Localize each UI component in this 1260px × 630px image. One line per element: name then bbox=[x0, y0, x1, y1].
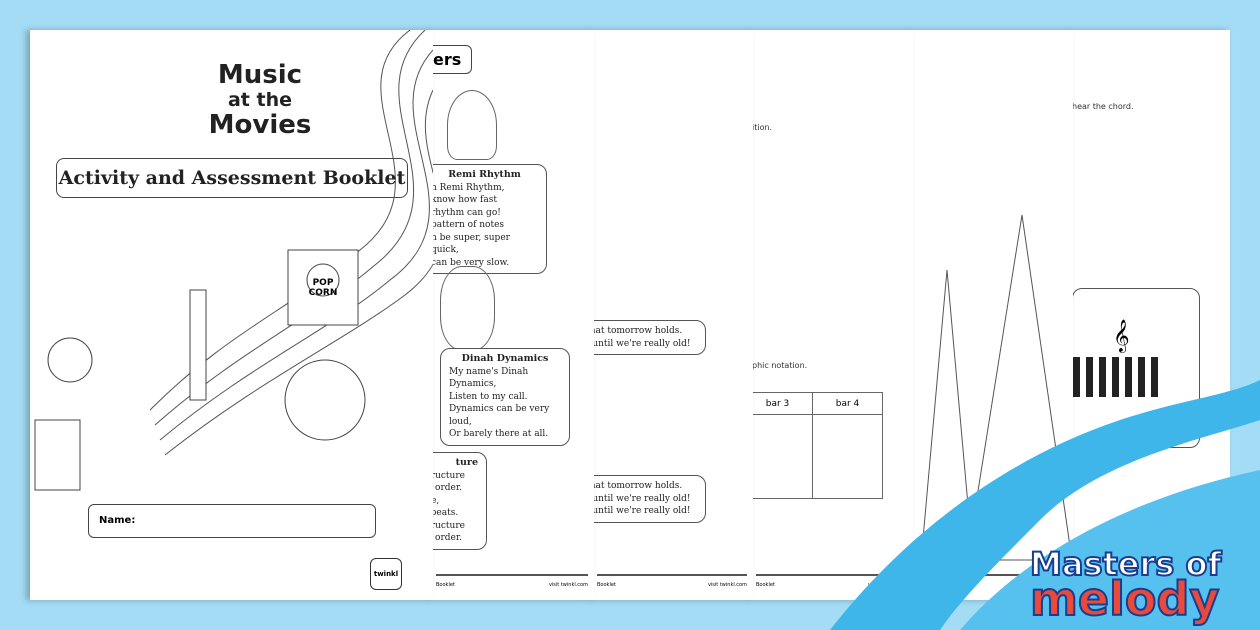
award-statue-icon bbox=[189, 289, 207, 401]
bar-cell[interactable] bbox=[752, 414, 813, 499]
popcorn-label: POP CORN bbox=[308, 278, 338, 298]
booklet-subtitle: Activity and Assessment Booklet bbox=[56, 158, 408, 198]
song-page: what tomorrow holds.s, until we're reall… bbox=[593, 30, 753, 600]
character-bubble: ture Structurean order.ure,repeats.Struc… bbox=[432, 452, 487, 550]
name-field[interactable]: Name: bbox=[88, 504, 376, 538]
forest-page: Booklet bbox=[912, 30, 1073, 600]
chord-page: hear the chord. 𝄞 bbox=[1072, 30, 1230, 600]
lyrics-box: what tomorrow holds.s, until we're reall… bbox=[593, 475, 706, 523]
piano-keys bbox=[1073, 357, 1163, 397]
name-label: Name: bbox=[99, 515, 136, 526]
treble-clef-icon: 𝄞 bbox=[1113, 319, 1130, 352]
instruction-text: ition. bbox=[752, 123, 773, 132]
cover-page: Music at the Movies Activity and Assessm… bbox=[30, 30, 433, 600]
bar-cell[interactable] bbox=[812, 414, 883, 499]
booklet-title: Music at the Movies bbox=[208, 60, 312, 140]
characters-page: ers Remi Rhythm n Remi Rhythm,know how f… bbox=[432, 30, 594, 600]
film-swirl-illustration bbox=[34, 30, 433, 491]
lyrics-box: what tomorrow holds.s, until we're reall… bbox=[593, 320, 706, 355]
camera-icon bbox=[47, 337, 93, 383]
keyboard-box: 𝄞 bbox=[1072, 288, 1200, 448]
bird-illustration bbox=[447, 90, 497, 160]
masters-of-melody-logo: Masters of melody bbox=[1029, 545, 1222, 626]
pine-trees-illustration bbox=[921, 214, 1073, 561]
character-bubble: Dinah Dynamics My name's Dinah Dynamics,… bbox=[440, 348, 570, 446]
bird-illustration bbox=[440, 266, 495, 351]
film-reel-icon bbox=[284, 359, 366, 441]
twinkl-logo: twinkl bbox=[370, 558, 402, 590]
page-header: ers bbox=[432, 45, 473, 74]
instruction-text: hear the chord. bbox=[1072, 102, 1134, 111]
instruction-text: phic notation. bbox=[752, 361, 808, 370]
